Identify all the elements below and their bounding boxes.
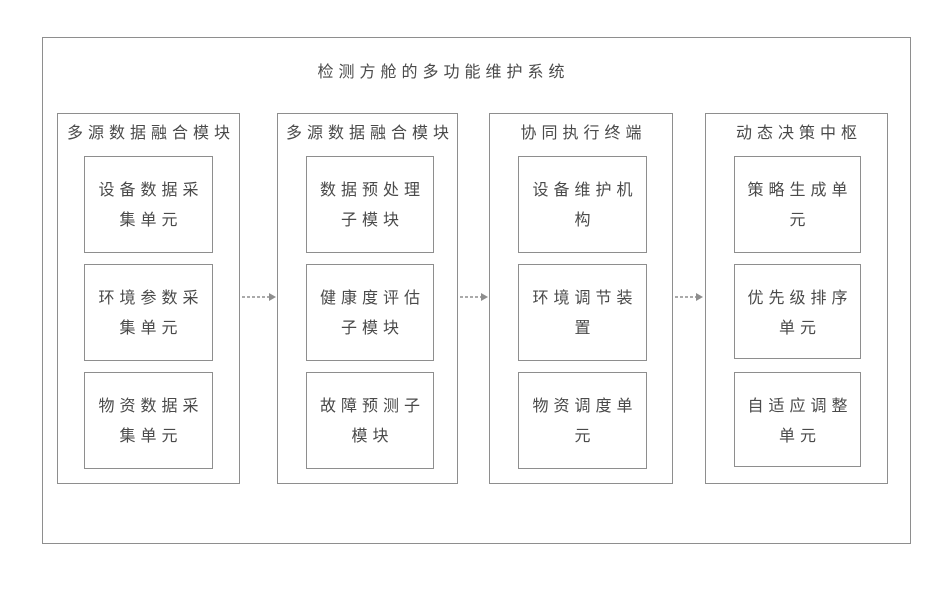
unit-box: 健康度评估 子模块 bbox=[306, 264, 434, 361]
unit-label-line: 优先级排序 bbox=[735, 287, 860, 309]
unit-label-line: 故障预测子 bbox=[307, 395, 433, 417]
unit-label-line: 设备数据采 bbox=[85, 179, 212, 201]
unit-box: 故障预测子 模块 bbox=[306, 372, 434, 469]
unit-label-line: 物资数据采 bbox=[85, 395, 212, 417]
unit-label-line: 物资调度单 bbox=[519, 395, 646, 417]
column-header: 多源数据融合模块 bbox=[278, 122, 457, 144]
unit-label-line: 策略生成单 bbox=[735, 179, 860, 201]
unit-label-line: 单元 bbox=[735, 425, 860, 447]
column-header: 动态决策中枢 bbox=[706, 122, 887, 144]
unit-box: 设备数据采 集单元 bbox=[84, 156, 213, 253]
unit-box: 物资调度单 元 bbox=[518, 372, 647, 469]
unit-label-line: 元 bbox=[519, 425, 646, 447]
unit-box: 策略生成单 元 bbox=[734, 156, 861, 253]
unit-box: 数据预处理 子模块 bbox=[306, 156, 434, 253]
unit-box: 环境参数采 集单元 bbox=[84, 264, 213, 361]
column-header: 协同执行终端 bbox=[490, 122, 672, 144]
unit-label-line: 构 bbox=[519, 209, 646, 231]
unit-box: 环境调节装 置 bbox=[518, 264, 647, 361]
unit-box: 优先级排序 单元 bbox=[734, 264, 861, 359]
unit-label-line: 数据预处理 bbox=[307, 179, 433, 201]
unit-label-line: 自适应调整 bbox=[735, 395, 860, 417]
module-column-3: 协同执行终端 设备维护机 构 环境调节装 置 物资调度单 元 bbox=[489, 113, 673, 484]
unit-label-line: 集单元 bbox=[85, 209, 212, 231]
module-column-2: 多源数据融合模块 数据预处理 子模块 健康度评估 子模块 故障预测子 模块 bbox=[277, 113, 458, 484]
unit-box: 设备维护机 构 bbox=[518, 156, 647, 253]
unit-label-line: 子模块 bbox=[307, 209, 433, 231]
unit-label-line: 模块 bbox=[307, 425, 433, 447]
unit-label-line: 集单元 bbox=[85, 317, 212, 339]
unit-label-line: 单元 bbox=[735, 317, 860, 339]
unit-label-line: 集单元 bbox=[85, 425, 212, 447]
module-column-4: 动态决策中枢 策略生成单 元 优先级排序 单元 自适应调整 单元 bbox=[705, 113, 888, 484]
unit-label-line: 环境参数采 bbox=[85, 287, 212, 309]
unit-label-line: 环境调节装 bbox=[519, 287, 646, 309]
system-title: 检测方舱的多功能维护系统 bbox=[291, 61, 591, 83]
unit-box: 物资数据采 集单元 bbox=[84, 372, 213, 469]
unit-label-line: 元 bbox=[735, 209, 860, 231]
module-column-1: 多源数据融合模块 设备数据采 集单元 环境参数采 集单元 物资数据采 集单元 bbox=[57, 113, 240, 484]
unit-box: 自适应调整 单元 bbox=[734, 372, 861, 467]
unit-label-line: 设备维护机 bbox=[519, 179, 646, 201]
unit-label-line: 子模块 bbox=[307, 317, 433, 339]
unit-label-line: 健康度评估 bbox=[307, 287, 433, 309]
column-header: 多源数据融合模块 bbox=[58, 122, 239, 144]
unit-label-line: 置 bbox=[519, 317, 646, 339]
